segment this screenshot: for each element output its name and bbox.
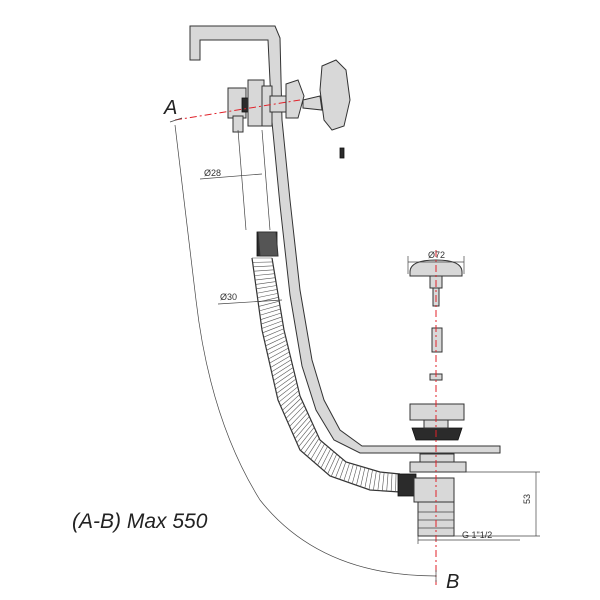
hose-rib (261, 320, 283, 329)
hose-rib (254, 273, 275, 276)
hose-rib (256, 289, 278, 294)
centerline-overflow (174, 99, 301, 121)
hose-rib (274, 371, 295, 386)
hose-rib (368, 469, 373, 490)
hose-rib (313, 443, 325, 463)
overflow-pipe (237, 129, 401, 493)
hose-rib (327, 454, 337, 475)
hose-rib (335, 459, 344, 479)
hose-rib (259, 308, 281, 316)
hose-rib (255, 281, 276, 285)
hose-rib (284, 398, 302, 415)
hose-rib (269, 351, 290, 364)
hose-rib (300, 430, 317, 451)
hose-rib (296, 423, 313, 443)
hose-rib (273, 367, 294, 381)
hose-rib (270, 355, 291, 368)
hose-rib (317, 446, 328, 466)
hose-rib (320, 448, 331, 469)
hose-ribs (252, 257, 401, 492)
hose-rib (261, 316, 282, 325)
label-dia-72: Ø72 (428, 250, 445, 260)
label-height-53: 53 (522, 494, 532, 504)
dim-28-line (199, 173, 263, 180)
hose-rib (272, 363, 293, 377)
overflow-head-assembly (227, 59, 351, 159)
dim-30-line (217, 299, 283, 305)
hose-rib (291, 412, 308, 431)
hose-rib (289, 408, 307, 427)
hose-rib (298, 427, 315, 448)
hose-rib (280, 390, 299, 407)
hose-rib (343, 462, 350, 481)
hose-rib (347, 464, 354, 483)
hose-rib (310, 441, 322, 460)
waste-plug-stack (409, 259, 465, 463)
hose-rib (323, 451, 334, 472)
hose-rib (373, 470, 377, 491)
hose-rib (266, 340, 287, 351)
hose-rib (386, 472, 389, 492)
hose-rib (307, 438, 320, 457)
hose-rib (259, 304, 280, 312)
hose-rib (356, 466, 362, 486)
hose-rib (282, 394, 300, 411)
hose-rib (390, 473, 393, 492)
hose-rib (268, 347, 289, 360)
hose-rib (267, 343, 288, 355)
label-thread: G 1"1/2 (462, 530, 492, 540)
hose-rib (263, 328, 284, 338)
hose-rib (271, 359, 292, 373)
hose-rib (258, 300, 280, 307)
hose-rib (265, 336, 286, 347)
hose-rib (276, 378, 297, 394)
hose-rib (351, 465, 358, 484)
hose-rib (303, 434, 318, 454)
label-dia-30: Ø30 (220, 292, 237, 302)
a-tick (169, 117, 183, 123)
hose-rib (287, 405, 305, 423)
label-point-a: A (163, 97, 177, 119)
hose-rib (381, 472, 385, 491)
hose-rib (260, 312, 282, 320)
hose-rib (275, 374, 296, 390)
hose-rib (255, 277, 276, 281)
hose-rib (377, 471, 381, 491)
label-point-b: B (446, 571, 459, 593)
hose-rib (253, 269, 274, 272)
hose-rib (253, 265, 274, 268)
hose-rib (293, 416, 310, 435)
hose-rib (339, 461, 347, 480)
label-max-length: (A-B) Max 550 (72, 510, 208, 533)
hose-rib (360, 467, 366, 487)
label-dia-28: Ø28 (204, 168, 221, 178)
waste-junction (397, 461, 467, 537)
ab-measure-curve (174, 124, 437, 577)
hose-rib (262, 324, 284, 334)
hose-rib (256, 285, 277, 290)
hose-rib (278, 386, 298, 403)
hose-rib (364, 468, 370, 489)
hose-rib (330, 456, 341, 477)
hose-rib (285, 401, 303, 419)
hose-rib (277, 382, 298, 399)
hose-rib (264, 332, 285, 342)
hose-rib (257, 293, 278, 298)
hose-rib (294, 419, 312, 439)
